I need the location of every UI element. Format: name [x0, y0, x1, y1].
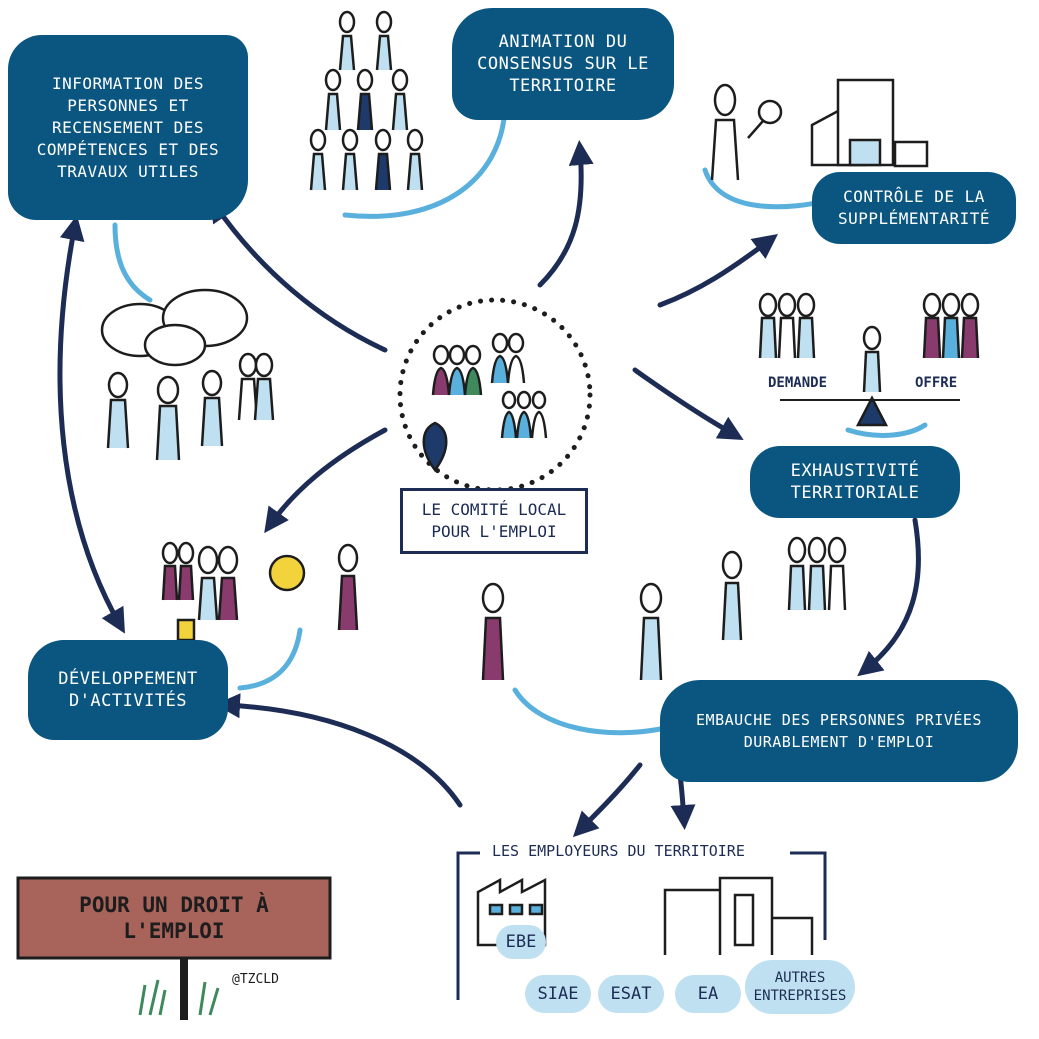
balance-person: [862, 325, 882, 393]
center-dotted-circle: [397, 297, 593, 493]
balance-label-demande: Demande: [768, 375, 828, 391]
employer-siae: SIAE: [525, 975, 591, 1013]
activity-development-illustration: [161, 541, 359, 642]
employer-ea: EA: [675, 975, 741, 1013]
group-person: [197, 545, 219, 621]
center-person: [431, 344, 451, 396]
arrow-to-information: [209, 196, 388, 353]
author-handle: @TZCLD: [232, 972, 279, 987]
sign-line2: l'emploi: [123, 919, 225, 943]
speech-bubble: [143, 323, 207, 367]
node-embauche-label: Embauche des personnes privées durableme…: [696, 711, 982, 751]
people-pyramid-illustration: [309, 10, 424, 191]
node-exhaustivite-label: Exhaustivité territoriale: [790, 461, 920, 503]
center-label-line1: Le comité local: [421, 500, 567, 519]
pyramid-person: [374, 128, 392, 191]
center-label-box: Le comité local pour l'emploi: [400, 488, 588, 554]
crowd-person: [155, 375, 181, 461]
arrow-to-developpement-center: [264, 427, 388, 534]
balance-illustration: [758, 292, 980, 427]
group-person: [161, 541, 179, 601]
arrow-to-controle: [657, 234, 779, 308]
sign-text: Pour un droit à l'emploi: [18, 878, 330, 958]
pyramid-person: [406, 128, 424, 191]
node-animation: Animation du consensus sur le territoire: [452, 8, 674, 120]
offer-person: [960, 292, 980, 359]
center-person: [490, 332, 510, 384]
spiral-idea-icon: [268, 554, 306, 592]
arrow-information-developpement: [57, 215, 125, 634]
hiring-illustration: [481, 536, 847, 681]
group-person: [787, 536, 807, 611]
pyramid-person: [341, 128, 359, 191]
center-label-line2: pour l'emploi: [431, 522, 557, 541]
pyramid-person: [356, 68, 374, 131]
arrow-to-animation: [537, 140, 594, 288]
location-pin-icon: [422, 421, 448, 473]
jumping-person: [721, 550, 743, 641]
employer-ebe: EBE: [496, 925, 546, 959]
employer-esat: ESAT: [598, 975, 664, 1013]
balance-fulcrum: [855, 395, 889, 427]
pyramid-person: [391, 68, 409, 131]
factory-icon: [810, 78, 929, 168]
node-information-label: Information des personnes et recensement…: [36, 73, 220, 181]
offer-person: [922, 292, 942, 359]
walking-person: [639, 582, 663, 681]
control-illustration: [710, 78, 929, 181]
node-information: Information des personnes et recensement…: [8, 35, 248, 220]
arrow-embauche-to-developpement: [215, 693, 463, 808]
pyramid-person: [338, 10, 356, 71]
arrow-exhaustivite-to-embauche: [857, 517, 921, 677]
offer-person: [941, 292, 961, 359]
crowd-person: [200, 369, 224, 447]
crowd-person: [106, 371, 130, 449]
flow-arrows: [57, 140, 921, 838]
balance-label-offre: Offre: [915, 375, 958, 391]
group-person: [177, 541, 195, 601]
node-controle-label: Contrôle de la supplémentarité: [838, 187, 990, 228]
demand-person: [777, 292, 797, 359]
group-person: [807, 536, 827, 611]
node-exhaustivite: Exhaustivité territoriale: [750, 446, 960, 518]
demand-person: [796, 292, 816, 359]
searching-person: [710, 83, 740, 181]
center-person: [530, 390, 548, 439]
pyramid-person: [309, 128, 327, 191]
employers-title: Les employeurs du territoire: [488, 842, 749, 860]
bucket-icon: [176, 618, 196, 642]
crowd-person: [237, 352, 259, 421]
crowd-person: [253, 352, 275, 421]
waving-person: [481, 582, 505, 681]
pyramid-person: [375, 10, 393, 71]
center-person: [506, 332, 526, 384]
center-person: [447, 344, 467, 396]
arrow-to-exhaustivite: [632, 367, 744, 440]
center-person: [500, 390, 518, 439]
node-developpement: Développement d'activités: [28, 640, 228, 740]
node-developpement-label: Développement d'activités: [58, 669, 198, 711]
arrow-embauche-to-employeurs-2: [670, 772, 696, 830]
node-controle: Contrôle de la supplémentarité: [812, 172, 1016, 244]
group-person: [827, 536, 847, 611]
node-animation-label: Animation du consensus sur le territoire: [477, 32, 649, 96]
center-person: [515, 390, 533, 439]
grass-icon: [138, 979, 220, 1016]
employers-frame: [456, 851, 827, 1000]
arrow-embauche-to-employeurs-1: [572, 762, 643, 838]
center-person: [463, 344, 483, 396]
node-embauche: Embauche des personnes privées durableme…: [660, 680, 1018, 782]
group-person: [217, 545, 239, 621]
speech-bubbles-illustration: [100, 288, 275, 461]
employer-autres: Autres entreprises: [745, 960, 855, 1014]
center-people-group: [422, 332, 548, 473]
demand-person: [758, 292, 778, 359]
partner-person: [337, 543, 359, 631]
sign-board: [16, 876, 332, 1020]
pyramid-person: [324, 68, 342, 131]
sign-line1: Pour un droit à: [79, 893, 269, 917]
magnifier-icon: [747, 99, 783, 139]
